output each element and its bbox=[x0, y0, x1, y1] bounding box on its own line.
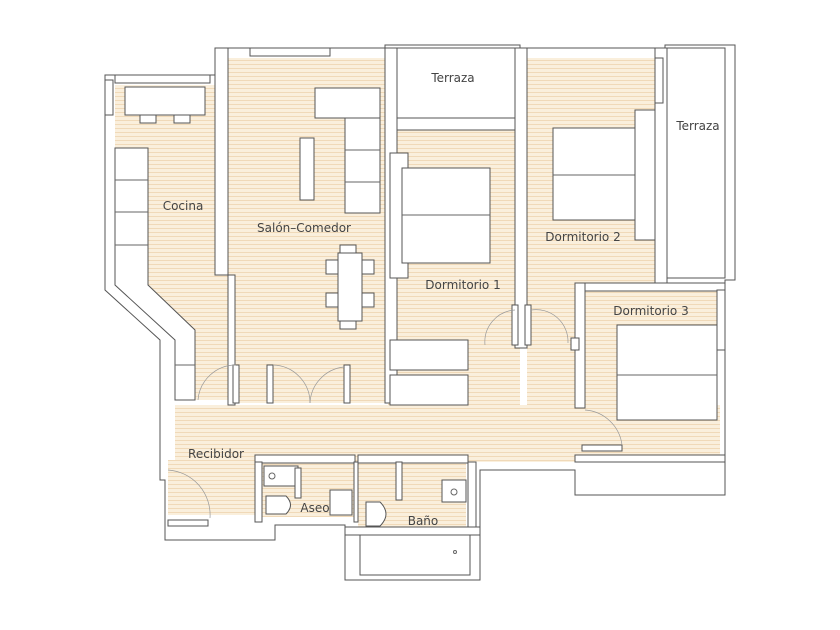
windows bbox=[104, 47, 726, 527]
bed-dormitorio-1 bbox=[389, 152, 491, 406]
room-labels: Cocina Salón–Comedor Terraza Terraza Dor… bbox=[163, 71, 720, 528]
label-dormitorio-2: Dormitorio 2 bbox=[545, 230, 620, 244]
dining-table bbox=[325, 244, 375, 330]
label-aseo: Aseo bbox=[300, 501, 329, 515]
terrazas bbox=[396, 47, 726, 279]
label-dormitorio-3: Dormitorio 3 bbox=[613, 304, 688, 318]
kitchen-counter bbox=[114, 147, 196, 401]
label-dormitorio-1: Dormitorio 1 bbox=[425, 278, 500, 292]
bano-fixtures bbox=[359, 479, 471, 576]
inner-walls bbox=[214, 47, 726, 536]
label-terraza-2: Terraza bbox=[675, 119, 719, 133]
label-recibidor: Recibidor bbox=[188, 447, 244, 461]
label-salon: Salón–Comedor bbox=[257, 221, 351, 235]
bed-dormitorio-2 bbox=[552, 109, 656, 241]
doors bbox=[167, 304, 623, 519]
label-cocina: Cocina bbox=[163, 199, 204, 213]
kitchen-table bbox=[124, 86, 206, 124]
salon-sofa bbox=[299, 87, 381, 214]
label-bano: Baño bbox=[408, 514, 439, 528]
label-terraza-1: Terraza bbox=[430, 71, 474, 85]
bed-dormitorio-3 bbox=[616, 324, 718, 421]
